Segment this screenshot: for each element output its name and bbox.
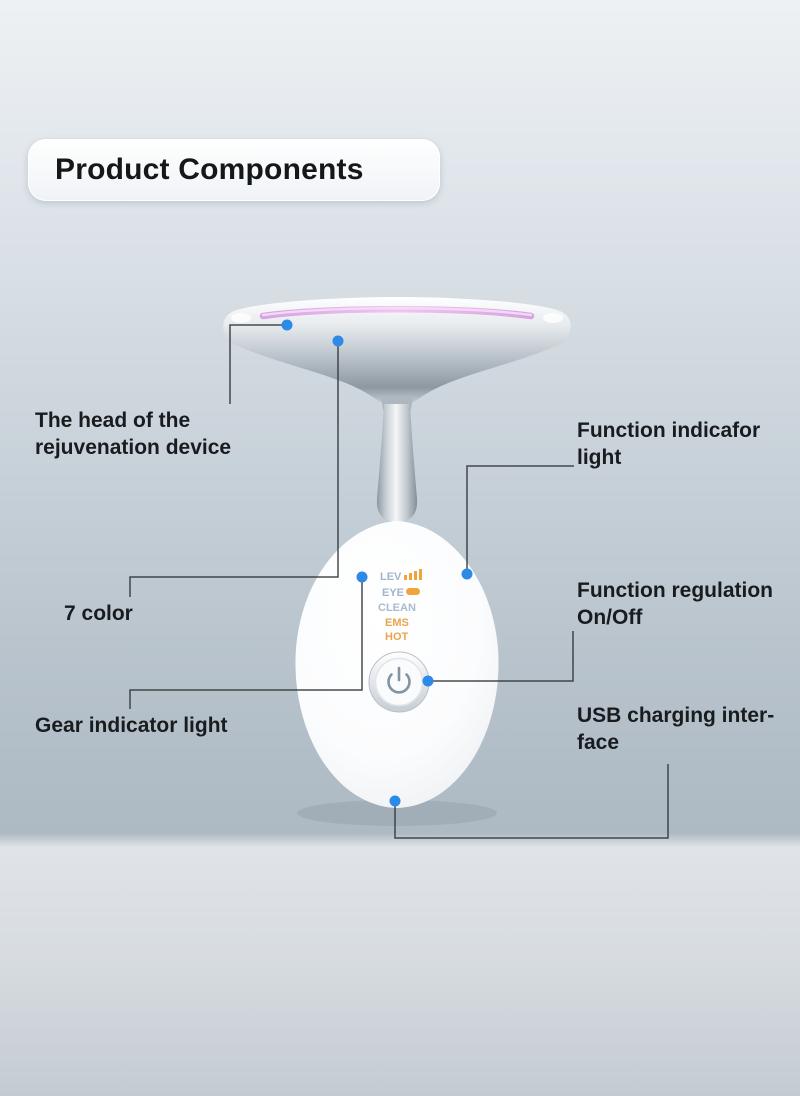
device-shadow (297, 800, 497, 826)
connector-seven-color (129, 341, 339, 597)
indicator-label-lev: LEV (380, 571, 402, 583)
indicator-label-eye: EYE (382, 587, 404, 599)
callout-label-function-indicator: Function indicafor light (577, 419, 761, 470)
connector-function-indicator (466, 465, 574, 574)
head-highlight-left (231, 313, 251, 323)
dot-head (281, 319, 293, 331)
callout-dots (281, 319, 473, 807)
title-card: Product Components (28, 139, 440, 201)
callout-label-usb-charging: USB charging inter- face (577, 704, 775, 755)
indicator-label-clean: CLEAN (378, 602, 416, 614)
indicator-label-hot: HOT (385, 631, 409, 643)
level-bar-4 (419, 569, 422, 580)
callout-label-seven-color: 7 color (64, 602, 133, 625)
head-highlight-right (543, 313, 563, 323)
connector-head (229, 324, 287, 404)
indicator-panel: LEV EYE CLEAN EMS HOT (378, 569, 422, 643)
connector-lines (129, 324, 669, 839)
connector-function-regulation (428, 631, 574, 682)
level-bar-2 (409, 573, 412, 580)
dot-gear (356, 571, 368, 583)
page-title: Product Components (55, 153, 364, 186)
power-button (368, 651, 430, 713)
dot-function-regulation (422, 675, 434, 687)
dot-usb (389, 795, 401, 807)
indicator-label-ems: EMS (385, 617, 409, 629)
connector-gear (129, 577, 363, 709)
dot-function-indicator (461, 568, 473, 580)
level-bar-3 (414, 571, 417, 580)
power-icon (387, 666, 411, 694)
callout-label-head: The head of the rejuvenation device (35, 409, 232, 460)
led-strip-glow (261, 307, 533, 317)
device-head (223, 297, 571, 410)
eye-indicator-pill (406, 588, 420, 595)
callout-label-function-regulation: Function regulation On/Off (577, 579, 773, 630)
level-bar-1 (404, 575, 407, 580)
device-neck (376, 404, 418, 522)
dot-seven-color (332, 335, 344, 347)
callout-label-gear-indicator: Gear indicator light (35, 714, 228, 737)
connector-usb (394, 764, 669, 839)
device-illustration: LEV EYE CLEAN EMS HOT (223, 297, 571, 808)
